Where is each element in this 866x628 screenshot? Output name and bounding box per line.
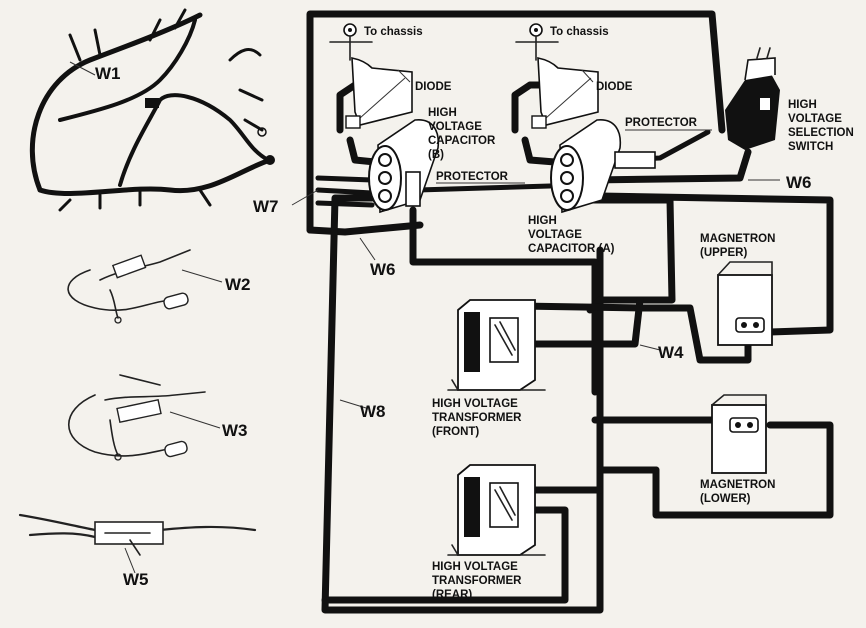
svg-text:HIGH VOLTAGE: HIGH VOLTAGE bbox=[432, 398, 518, 410]
label-w2: W2 bbox=[225, 275, 251, 294]
svg-text:(UPPER): (UPPER) bbox=[700, 247, 747, 259]
chassis-ground-right bbox=[515, 23, 559, 61]
label-diode-left: DIODE bbox=[415, 81, 452, 93]
harness-w3-drawing bbox=[68, 374, 206, 461]
leader-lines bbox=[69, 61, 780, 574]
capacitor-b-drawing bbox=[368, 119, 440, 214]
svg-text:HIGH: HIGH bbox=[788, 99, 817, 111]
svg-text:HIGH: HIGH bbox=[528, 215, 557, 227]
svg-text:(LOWER): (LOWER) bbox=[700, 493, 751, 505]
svg-text:VOLTAGE: VOLTAGE bbox=[528, 229, 582, 241]
chassis-ground-left bbox=[329, 23, 373, 61]
label-chassis-left: To chassis bbox=[364, 26, 423, 38]
label-protector-right: PROTECTOR bbox=[625, 117, 698, 129]
label-w5: W5 bbox=[123, 570, 149, 589]
svg-text:SWITCH: SWITCH bbox=[788, 141, 833, 153]
diode-right bbox=[531, 57, 599, 129]
svg-text:HIGH VOLTAGE: HIGH VOLTAGE bbox=[432, 561, 518, 573]
label-w1: W1 bbox=[95, 64, 121, 83]
transformer-rear-drawing bbox=[447, 464, 546, 556]
label-transformer-front: HIGH VOLTAGE TRANSFORMER (FRONT) bbox=[432, 398, 522, 438]
svg-text:TRANSFORMER: TRANSFORMER bbox=[432, 412, 522, 424]
svg-text:(FRONT): (FRONT) bbox=[432, 426, 479, 438]
svg-text:MAGNETRON: MAGNETRON bbox=[700, 233, 775, 245]
svg-text:(REAR): (REAR) bbox=[432, 589, 472, 601]
svg-text:CAPACITOR: CAPACITOR bbox=[428, 135, 496, 147]
label-transformer-rear: HIGH VOLTAGE TRANSFORMER (REAR) bbox=[432, 561, 522, 601]
harness-w1-drawing bbox=[29, 8, 275, 212]
label-protector-left: PROTECTOR bbox=[436, 171, 509, 183]
diode-left bbox=[345, 57, 413, 129]
label-selection-switch: HIGH VOLTAGE SELECTION SWITCH bbox=[788, 99, 854, 153]
svg-text:VOLTAGE: VOLTAGE bbox=[788, 113, 842, 125]
label-magnetron-upper: MAGNETRON (UPPER) bbox=[700, 233, 775, 259]
svg-text:(B): (B) bbox=[428, 149, 444, 161]
label-capacitor-a: HIGH VOLTAGE CAPACITOR (A) bbox=[528, 215, 615, 255]
svg-text:TRANSFORMER: TRANSFORMER bbox=[432, 575, 522, 587]
label-w6-top: W6 bbox=[786, 173, 812, 192]
label-chassis-right: To chassis bbox=[550, 26, 609, 38]
protector-left-body bbox=[405, 171, 421, 207]
label-w4: W4 bbox=[658, 343, 684, 362]
svg-text:MAGNETRON: MAGNETRON bbox=[700, 479, 775, 491]
label-w8: W8 bbox=[360, 402, 386, 421]
harness-w5-drawing bbox=[18, 513, 257, 556]
magnetron-upper-drawing bbox=[717, 261, 773, 346]
label-w7: W7 bbox=[253, 197, 279, 216]
label-diode-right: DIODE bbox=[596, 81, 633, 93]
selection-switch-drawing bbox=[725, 47, 780, 150]
protector-right-body bbox=[614, 151, 656, 169]
transformer-front-drawing bbox=[447, 299, 546, 391]
capacitor-a-drawing bbox=[550, 119, 622, 214]
svg-text:SELECTION: SELECTION bbox=[788, 127, 854, 139]
label-magnetron-lower: MAGNETRON (LOWER) bbox=[700, 479, 775, 505]
label-w6-bottom: W6 bbox=[370, 260, 396, 279]
label-w3: W3 bbox=[222, 421, 248, 440]
label-capacitor-b: HIGH VOLTAGE CAPACITOR (B) bbox=[428, 107, 496, 161]
svg-text:CAPACITOR (A): CAPACITOR (A) bbox=[528, 243, 615, 255]
harness-w2-drawing bbox=[67, 249, 191, 324]
svg-text:HIGH: HIGH bbox=[428, 107, 457, 119]
magnetron-lower-drawing bbox=[711, 394, 767, 474]
svg-text:VOLTAGE: VOLTAGE bbox=[428, 121, 482, 133]
